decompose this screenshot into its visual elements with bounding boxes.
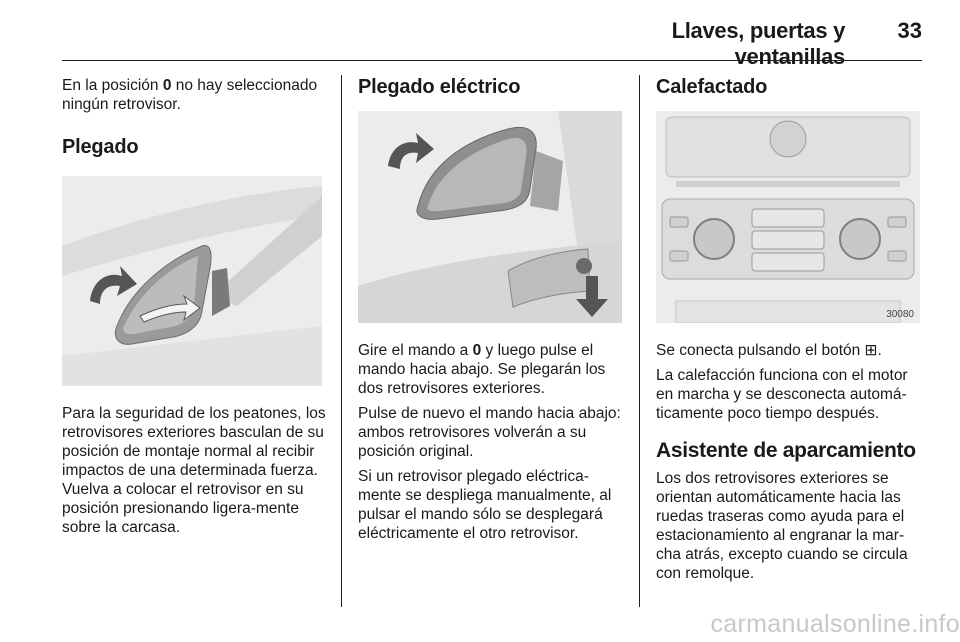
power-fold-switch-illustration xyxy=(358,111,622,323)
intro-paragraph: En la posición 0 no hay seleccionado nin… xyxy=(62,77,318,113)
plegado-electrico-p3: Si un retrovisor plegado eléctrica-mente… xyxy=(358,468,612,542)
page-number: 33 xyxy=(897,18,922,43)
calefactado-p2: La calefacción funciona con el motor en … xyxy=(656,367,908,422)
page-title: Llaves, puertas y ventanillas xyxy=(671,18,846,69)
mirror-fold-illustration xyxy=(62,176,322,386)
plegado-electrico-p1: Gire el mando a 0 y luego pulse el mando… xyxy=(358,342,606,397)
section-heading-calefactado: Calefactado xyxy=(656,76,768,98)
column-3: Calefactado 30080 Se conecta pulsando el… xyxy=(656,76,926,583)
section-heading-plegado: Plegado xyxy=(62,136,139,158)
column-divider-2 xyxy=(639,75,640,607)
section-heading-asistente: Asistente de aparcamiento xyxy=(656,439,916,462)
section-heading-plegado-electrico: Plegado eléctrico xyxy=(358,76,521,98)
header-divider xyxy=(62,60,922,61)
column-1: En la posición 0 no hay seleccionado nin… xyxy=(62,76,328,537)
climate-panel-illustration xyxy=(656,111,920,323)
column-divider-1 xyxy=(341,75,342,607)
asistente-body: Los dos retrovisores exteriores se orien… xyxy=(656,470,908,582)
watermark: carmanualsonline.info xyxy=(710,610,960,638)
figure-code: 30080 xyxy=(886,309,914,320)
climate-panel-figure: 30080 xyxy=(656,111,920,323)
plegado-body: Para la seguridad de los peatones, los r… xyxy=(62,405,326,536)
column-2: Plegado eléctrico Gire el mando a 0 y lu… xyxy=(358,76,626,543)
plegado-electrico-p2: Pulse de nuevo el mando hacia abajo: amb… xyxy=(358,405,621,460)
calefactado-p1: Se conecta pulsando el botón ⊞. xyxy=(656,342,882,359)
